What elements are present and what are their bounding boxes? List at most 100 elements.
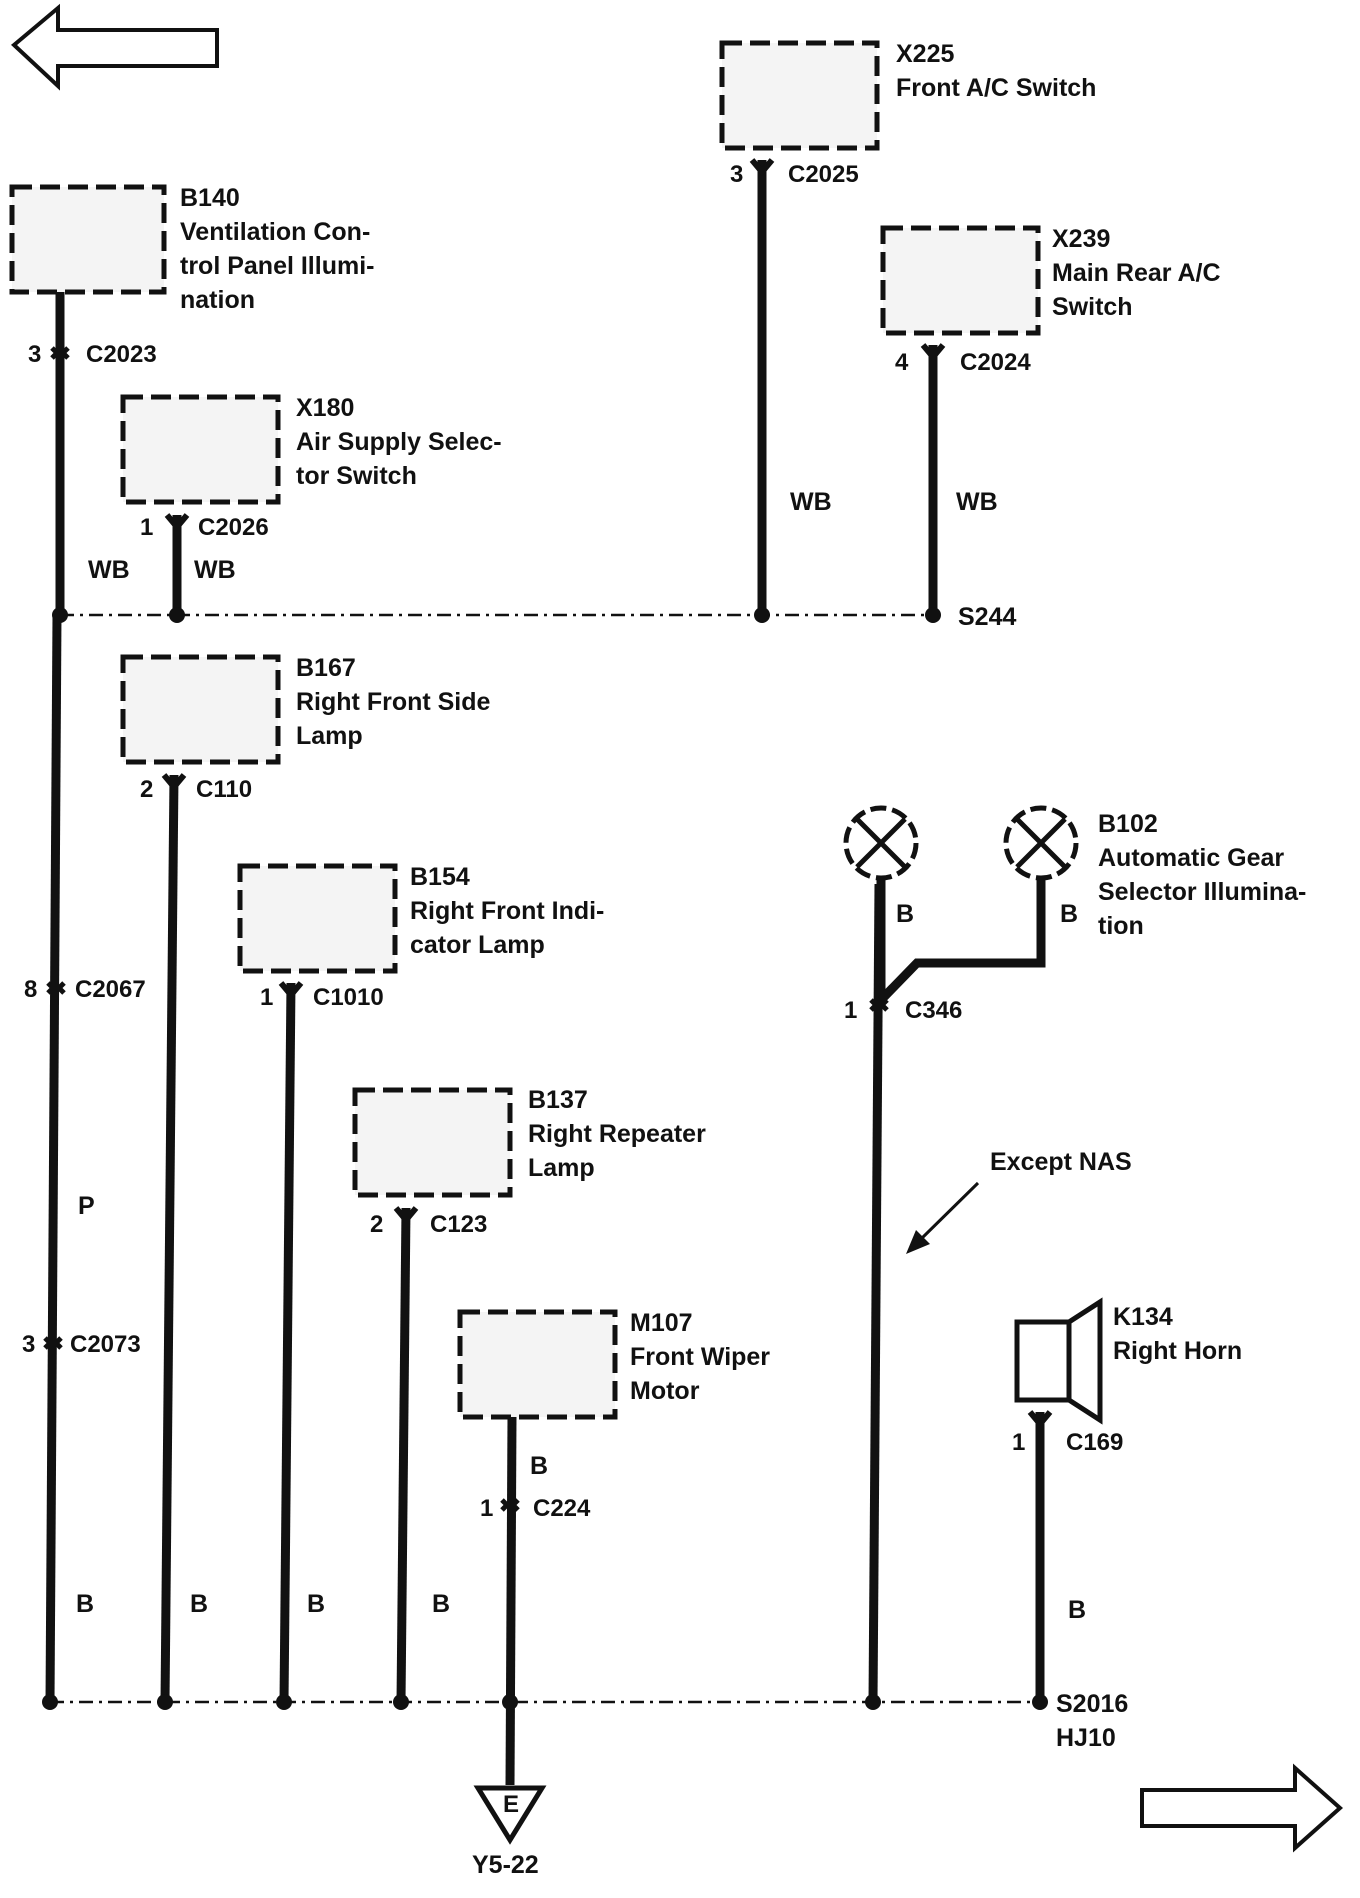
b140-box [9, 184, 167, 295]
b102-name-1: Automatic Gear [1098, 844, 1284, 872]
c2067-connector: C2067 [75, 976, 146, 1003]
x225-pin: 3 [730, 161, 743, 188]
s2016-node-3 [276, 1694, 292, 1710]
next-page-arrow[interactable] [1140, 1763, 1344, 1853]
b140-pin: 3 [28, 341, 41, 368]
b102-name-2: Selector Illumina- [1098, 878, 1306, 906]
b137-pin: 2 [370, 1211, 383, 1238]
s2016-node-2 [157, 1694, 173, 1710]
x225-connector: C2025 [788, 161, 859, 188]
b154-name-1: Right Front Indi- [410, 897, 604, 925]
x239-box [880, 225, 1041, 336]
b140-id: B140 [180, 184, 240, 212]
b137-connector: C123 [430, 1211, 487, 1238]
wire-color-b-3: B [307, 1590, 325, 1618]
c346-symbol [869, 998, 889, 1012]
c224-symbol [500, 1498, 520, 1512]
k134-pin: 1 [1012, 1429, 1025, 1456]
x225-name-1: Front A/C Switch [896, 74, 1096, 102]
b154-wire [279, 982, 296, 1703]
b137-wire [396, 1207, 411, 1703]
x180-connector: C2026 [198, 514, 269, 541]
main-p-wire [45, 614, 62, 1703]
k134-connector: C169 [1066, 1429, 1123, 1456]
s2016-node-1 [42, 1694, 58, 1710]
previous-page-arrow[interactable] [10, 3, 219, 91]
m107-box [457, 1309, 618, 1420]
m107-name-2: Motor [630, 1377, 700, 1405]
x225-box [719, 40, 880, 151]
s2016-node-4 [393, 1694, 409, 1710]
wire-color-wb-4: WB [956, 488, 998, 516]
b140-pin-symbol [50, 346, 70, 360]
b167-pin: 2 [140, 776, 153, 803]
s244-node-2 [169, 607, 185, 623]
note-arrow-head [906, 1230, 930, 1254]
b140-name-3: nation [180, 286, 255, 314]
b102-wire [877, 880, 1046, 1004]
s244-node-3 [754, 607, 770, 623]
s2016-node-5 [502, 1694, 518, 1710]
c2073-symbol [43, 1336, 63, 1350]
s2016-label: S2016 [1056, 1690, 1128, 1718]
x239-pin: 4 [895, 349, 909, 376]
m107-id: M107 [630, 1309, 693, 1337]
wire-color-wb-1: WB [88, 556, 130, 584]
b154-pin: 1 [260, 984, 273, 1011]
wire-color-b-1: B [76, 1590, 94, 1618]
b167-wire [160, 774, 179, 1703]
x225-pin-symbol [749, 158, 775, 177]
except-nas-note: Except NAS [990, 1148, 1132, 1176]
c2073-pin: 3 [22, 1331, 35, 1358]
b140-connector: C2023 [86, 341, 157, 368]
m107-connector: C224 [533, 1495, 591, 1522]
b137-name-1: Right Repeater [528, 1120, 706, 1148]
wire-color-b-4: B [432, 1590, 450, 1618]
ground-letter: E [503, 1791, 519, 1818]
wire-color-wb-3: WB [790, 488, 832, 516]
lamp-bulb-icon [843, 805, 919, 881]
x180-box [120, 394, 281, 505]
x180-id: X180 [296, 394, 354, 422]
wire-color-wb-2: WB [194, 556, 236, 584]
b167-name-1: Right Front Side [296, 688, 491, 716]
b154-pin-symbol [278, 981, 304, 1000]
x239-name-1: Main Rear A/C [1052, 259, 1221, 287]
x180-name-1: Air Supply Selec- [296, 428, 502, 456]
k134-name-1: Right Horn [1113, 1337, 1242, 1365]
x180-pin-symbol [164, 513, 190, 532]
c346-wire [868, 883, 884, 1703]
note-arrow-line [918, 1181, 980, 1242]
c346-pin: 1 [844, 997, 857, 1024]
b137-name-2: Lamp [528, 1154, 595, 1182]
main-p-wire-color: P [78, 1192, 95, 1220]
b154-box [237, 863, 398, 974]
bulb-1-wire-color: B [896, 900, 914, 928]
b154-connector: C1010 [313, 984, 384, 1011]
x225-id: X225 [896, 40, 954, 68]
c2073-connector: C2073 [70, 1331, 141, 1358]
x239-connector: C2024 [960, 349, 1031, 376]
x239-id: X239 [1052, 225, 1110, 253]
b102-lamp-bulb-icon [1003, 805, 1079, 881]
c2067-pin: 8 [24, 976, 37, 1003]
b140-name-2: trol Panel Illumi- [180, 252, 374, 280]
b137-pin-symbol [393, 1206, 419, 1225]
b154-name-2: cator Lamp [410, 931, 545, 959]
b167-id: B167 [296, 654, 356, 682]
ground-reference: Y5-22 [472, 1851, 539, 1879]
ground-triangle-icon [473, 1785, 547, 1845]
b167-box [120, 654, 281, 765]
b137-box [352, 1087, 513, 1198]
k134-wire-color: B [1068, 1596, 1086, 1624]
k134-id: K134 [1113, 1303, 1173, 1331]
s244-label: S244 [958, 603, 1016, 631]
b167-name-2: Lamp [296, 722, 363, 750]
s2016-node-7 [1032, 1694, 1048, 1710]
horn-icon [1014, 1297, 1103, 1425]
wire-color-b-2: B [190, 1590, 208, 1618]
x180-name-2: tor Switch [296, 462, 417, 490]
x180-pin: 1 [140, 514, 153, 541]
c346-connector: C346 [905, 997, 962, 1024]
